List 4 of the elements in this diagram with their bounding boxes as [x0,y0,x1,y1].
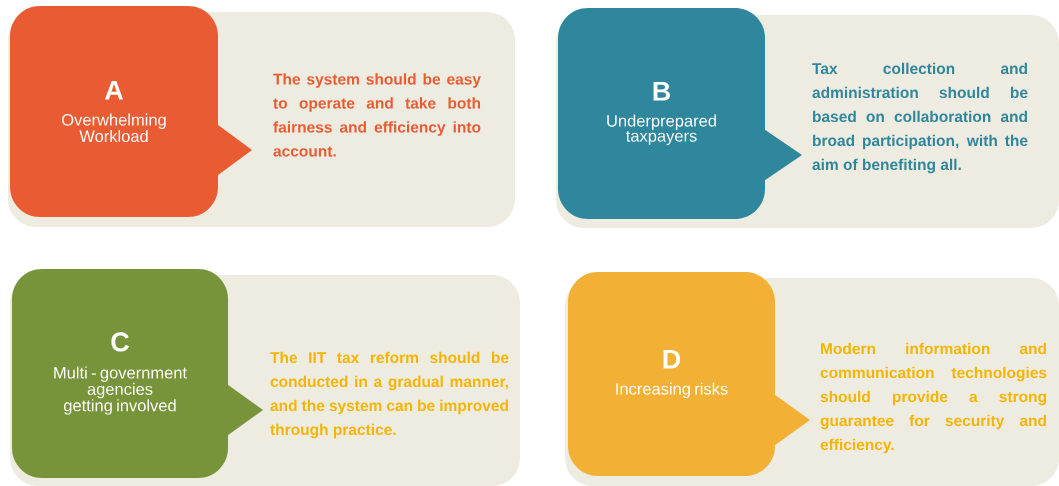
callout-box: B Underprepared taxpayers [558,8,802,219]
callout-box: A Overwhelming Workload [10,6,252,217]
callout-box: C Multi - government agencies getting involved [12,269,263,478]
callout-box: D Increasing risks [568,272,810,476]
